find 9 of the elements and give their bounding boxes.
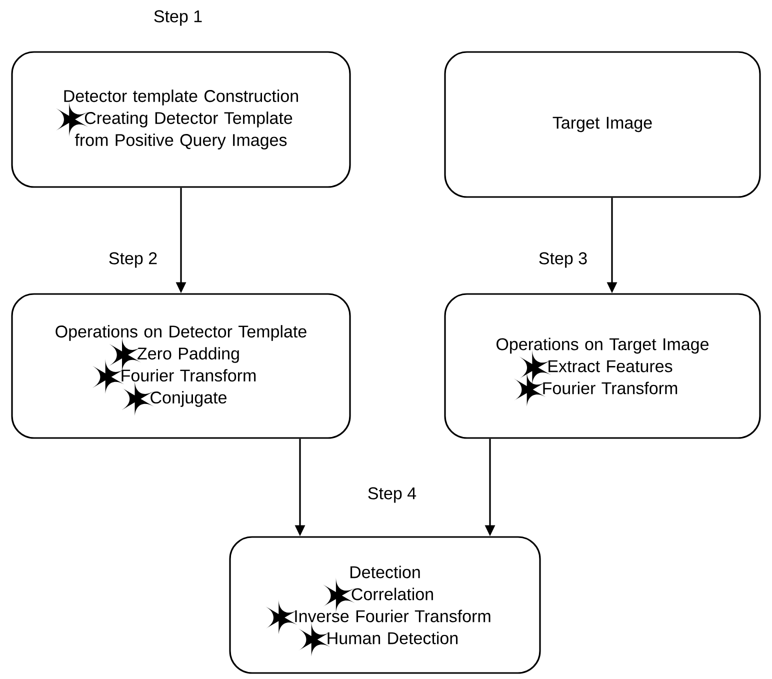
step-label: Step 1 <box>154 10 202 26</box>
process-box: Detection Correlation Inverse Fourier Transform Human Detection <box>229 536 541 674</box>
process-box: Detector template Construction Creating Detector Template from Positive Query Images <box>11 51 351 188</box>
process-box: Operations on Detector Template Zero Padding Fourier Transform Conjugate <box>11 293 351 439</box>
edge-label: Step 2 <box>107 251 159 269</box>
process-box: Operations on Target Image Extract Features Fourier Transform <box>444 293 761 439</box>
edge-label: Step 3 <box>537 251 589 269</box>
process-box: Target Image <box>444 51 761 198</box>
step-label: Step 4 <box>368 487 416 503</box>
